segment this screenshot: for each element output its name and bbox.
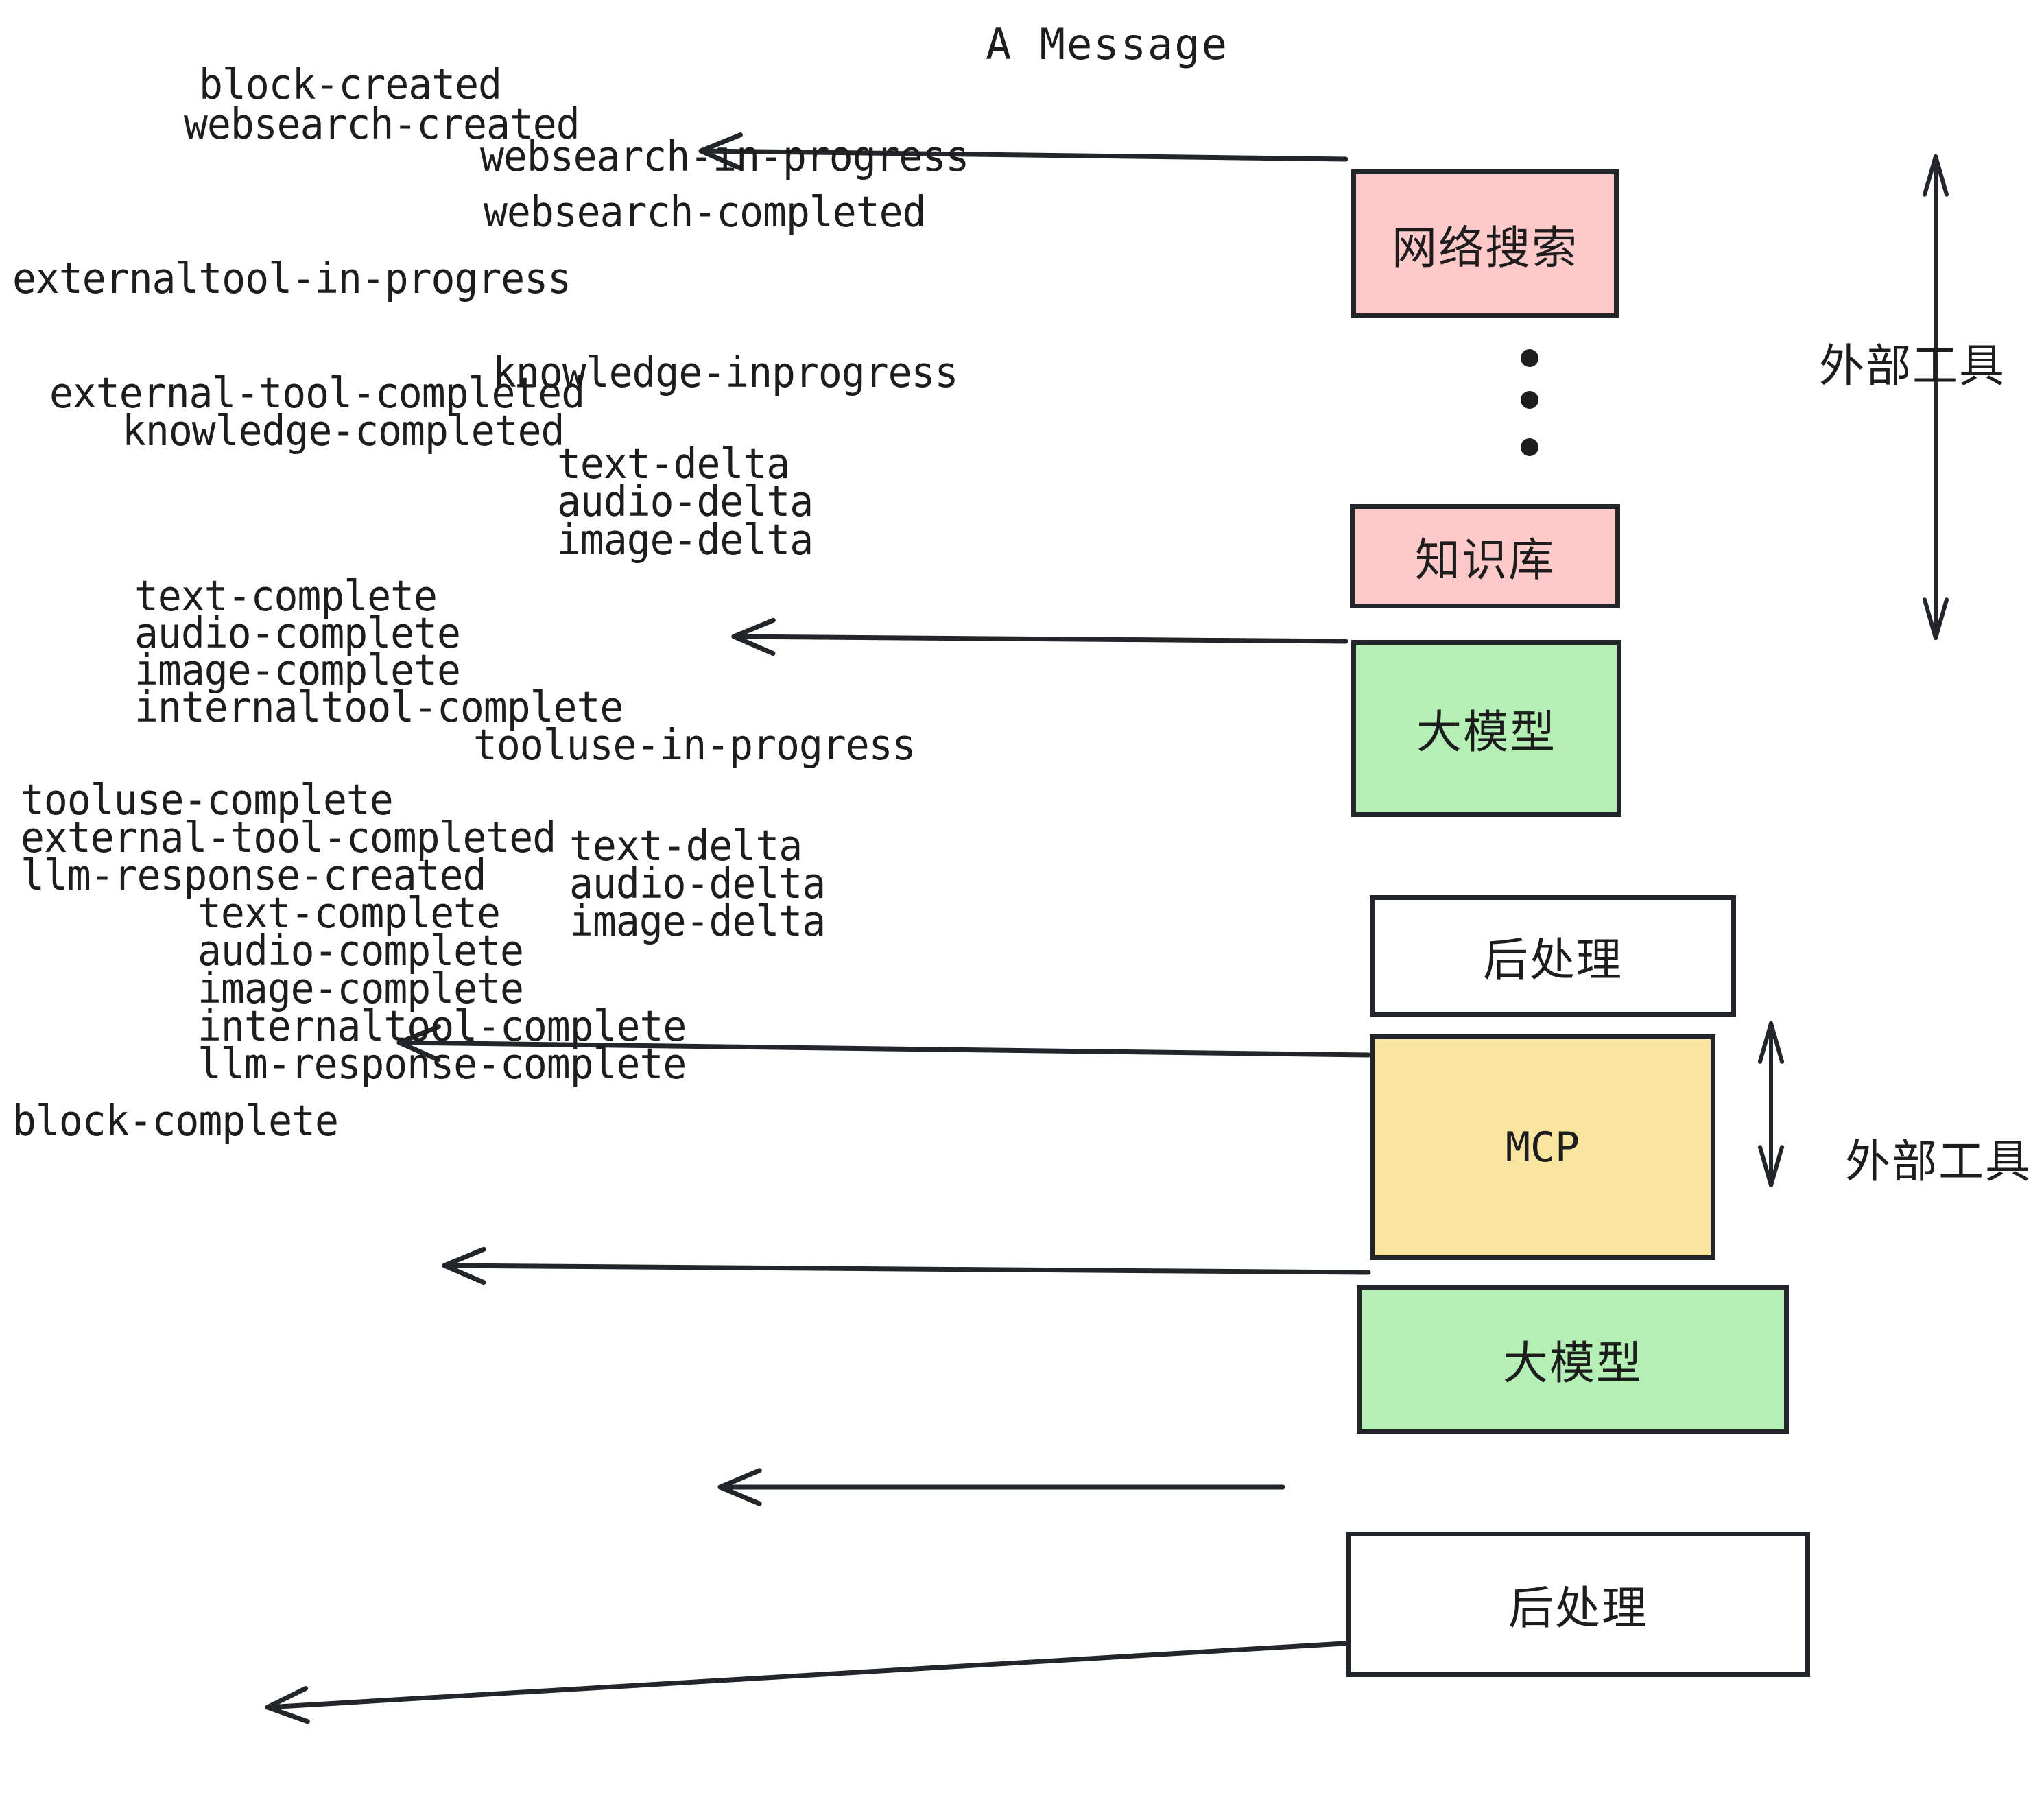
- event-label: internaltool-complete: [134, 682, 623, 732]
- ellipsis-dot-icon: [1521, 438, 1538, 456]
- event-label: text-delta: [557, 438, 790, 488]
- event-label: external-tool-completed: [49, 368, 585, 418]
- node-box: 大模型: [1351, 640, 1621, 817]
- node-box-label: 大模型: [1416, 706, 1556, 759]
- event-label: audio-delta: [557, 476, 813, 526]
- event-label: block-complete: [12, 1095, 339, 1146]
- event-label: audio-complete: [134, 608, 461, 658]
- event-label: llm-response-complete: [198, 1039, 687, 1089]
- external-tool-range-label: 外部工具: [1819, 340, 2006, 392]
- event-label: tooluse-in-progress: [473, 720, 916, 770]
- event-label: internaltool-complete: [198, 1001, 687, 1051]
- ellipsis-dot-icon: [1521, 391, 1538, 409]
- event-label: external-tool-completed: [21, 812, 556, 862]
- event-label: audio-delta: [569, 858, 826, 908]
- event-label: websearch-in-progress: [480, 131, 969, 181]
- flow-arrow: [717, 1468, 1285, 1506]
- flow-arrow: [731, 617, 1348, 656]
- event-label: websearch-completed: [484, 187, 926, 237]
- event-label: image-complete: [198, 963, 524, 1013]
- node-box-label: MCP: [1505, 1123, 1580, 1172]
- event-label: image-complete: [134, 645, 461, 695]
- flow-arrow: [442, 1246, 1371, 1285]
- external-tool-range-arrow: [1757, 1021, 1785, 1187]
- node-box: 网络搜索: [1351, 169, 1619, 318]
- event-label: image-delta: [569, 896, 826, 946]
- node-box: 后处理: [1370, 895, 1736, 1017]
- node-box: MCP: [1370, 1034, 1715, 1260]
- event-label: tooluse-complete: [21, 774, 394, 824]
- node-box-label: 知识库: [1415, 534, 1555, 586]
- node-box: 后处理: [1346, 1532, 1810, 1677]
- event-label: text-complete: [134, 571, 438, 621]
- ellipsis-dot-icon: [1521, 349, 1538, 367]
- node-box-label: 后处理: [1483, 934, 1623, 986]
- node-box: 大模型: [1357, 1285, 1789, 1434]
- event-label: text-complete: [198, 888, 501, 938]
- event-label: llm-response-created: [21, 850, 486, 900]
- event-label: websearch-created: [184, 99, 580, 149]
- event-label: externaltool-in-progress: [12, 253, 571, 303]
- node-box-label: 网络搜索: [1392, 221, 1578, 274]
- external-tool-range-arrow: [1922, 154, 1949, 640]
- event-label: knowledge-completed: [122, 405, 565, 455]
- event-label: block-created: [199, 59, 502, 109]
- node-box: 知识库: [1350, 504, 1620, 608]
- node-box-label: 大模型: [1503, 1337, 1643, 1390]
- event-label: image-delta: [557, 514, 813, 565]
- page-title: A Message: [986, 19, 1228, 69]
- node-box-label: 后处理: [1508, 1582, 1648, 1635]
- flow-arrow: [265, 1641, 1347, 1724]
- event-label: text-delta: [569, 820, 803, 870]
- event-label: audio-complete: [198, 925, 524, 975]
- external-tool-range-label: 外部工具: [1845, 1135, 2032, 1188]
- event-label: knowledge-inprogress: [492, 347, 958, 397]
